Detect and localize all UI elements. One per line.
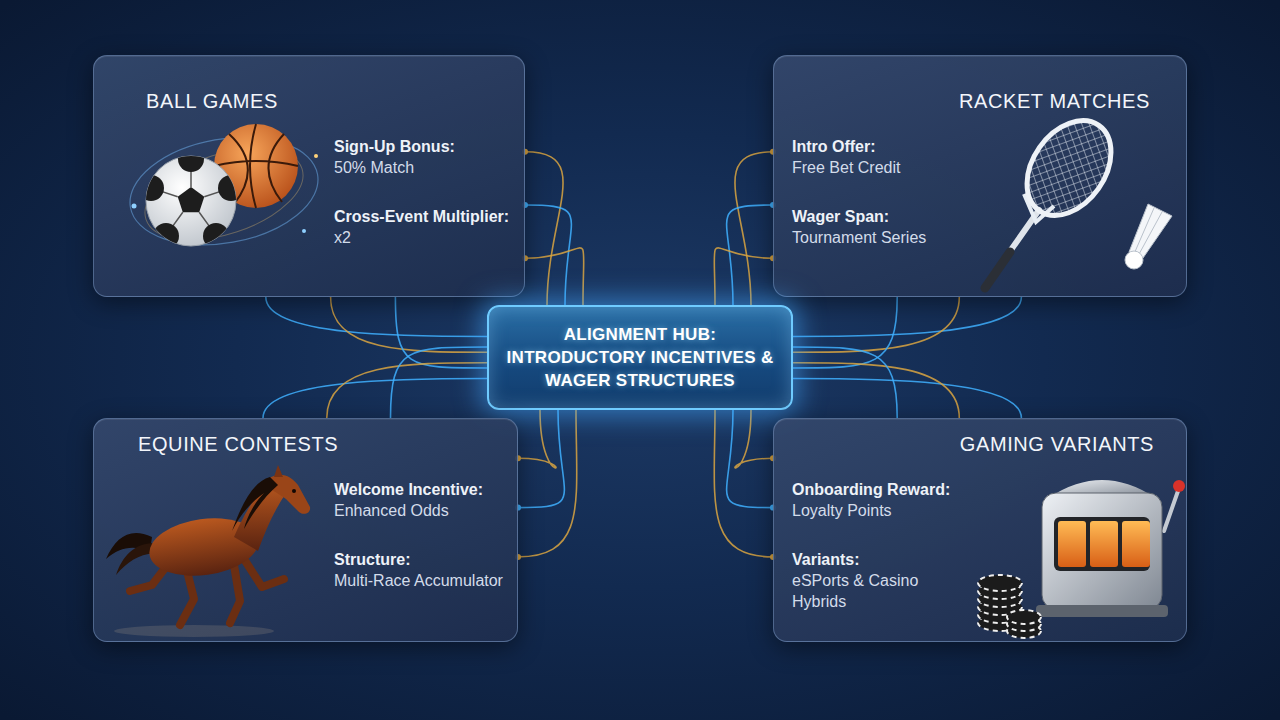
offer-value: 50% Match xyxy=(334,157,509,178)
connector-line xyxy=(525,248,584,305)
connector-line xyxy=(395,297,487,368)
connector-line xyxy=(727,205,773,305)
offer-list: Onboarding Reward:Loyalty PointsVariants… xyxy=(792,479,967,612)
panel-heading: EQUINE CONTESTS xyxy=(138,433,338,456)
offer-value: eSPorts & Casino Hybrids xyxy=(792,570,967,612)
connector-line xyxy=(735,410,773,468)
offer-label: Structure: xyxy=(334,549,503,570)
connector-line xyxy=(391,347,488,418)
connector-line xyxy=(525,205,571,305)
connector-line xyxy=(327,363,487,418)
orbit-lines xyxy=(121,123,326,258)
offer-label: Sign-Up Bonus: xyxy=(334,136,509,157)
panel-heading: GAMING VARIANTS xyxy=(960,433,1154,456)
connector-line xyxy=(735,152,773,305)
connector-line xyxy=(266,297,487,337)
chip-stacks xyxy=(978,575,1041,638)
connector-line xyxy=(518,410,577,557)
connector-line xyxy=(714,410,773,557)
offer-label: Welcome Incentive: xyxy=(334,479,503,500)
hub-box: ALIGNMENT HUB: INTRODUCTORY INCENTIVES &… xyxy=(487,305,793,410)
offer-label: Cross-Event Multiplier: xyxy=(334,206,509,227)
offer-list: Intro Offer:Free Bet CreditWager Span:To… xyxy=(792,136,926,248)
offer-value: x2 xyxy=(334,227,509,248)
running-horse xyxy=(106,465,310,637)
connector-line xyxy=(793,297,897,368)
connector-line xyxy=(714,248,773,305)
category-panel: EQUINE CONTESTS Welcome Incentive:Enhance… xyxy=(93,418,518,642)
connector-line xyxy=(263,379,487,419)
offer-value: Multi-Race Accumulator xyxy=(334,570,503,591)
offer-value: Enhanced Odds xyxy=(334,500,503,521)
category-panel: BALL GAMES Sign-Up Bonus:50% MatchCross-E… xyxy=(93,55,525,297)
connector-line xyxy=(525,152,563,305)
slot-machine xyxy=(1036,480,1185,617)
hub-title: ALIGNMENT HUB: INTRODUCTORY INCENTIVES &… xyxy=(503,323,777,392)
connector-line xyxy=(727,410,773,508)
connector-line xyxy=(518,410,564,508)
connector-line xyxy=(518,410,556,468)
offer-label: Wager Span: xyxy=(792,206,926,227)
offer-value: Free Bet Credit xyxy=(792,157,926,178)
offer-value: Loyalty Points xyxy=(792,500,967,521)
offer-list: Welcome Incentive:Enhanced OddsStructure… xyxy=(334,479,503,591)
offer-label: Onboarding Reward: xyxy=(792,479,967,500)
offer-label: Variants: xyxy=(792,549,967,570)
connector-line xyxy=(793,363,959,418)
soccer-ball xyxy=(138,146,244,249)
connector-line xyxy=(793,297,959,352)
offer-label: Intro Offer: xyxy=(792,136,926,157)
offer-list: Sign-Up Bonus:50% MatchCross-Event Multi… xyxy=(334,136,509,248)
category-panel: GAMING VARIANTS Onboarding Reward:Loyalty… xyxy=(773,418,1187,642)
connector-line xyxy=(793,347,897,418)
category-panel: RACKET MATCHES Intro Offer:Free Bet Credi… xyxy=(773,55,1187,297)
connector-line xyxy=(793,379,1021,419)
shuttlecock xyxy=(1125,204,1172,269)
basketball xyxy=(214,124,298,208)
tennis-racket xyxy=(985,105,1128,288)
connector-line xyxy=(331,297,487,352)
panel-heading: BALL GAMES xyxy=(146,90,278,113)
offer-value: Tournament Series xyxy=(792,227,926,248)
connector-line xyxy=(793,297,1021,337)
panel-heading: RACKET MATCHES xyxy=(959,90,1150,113)
